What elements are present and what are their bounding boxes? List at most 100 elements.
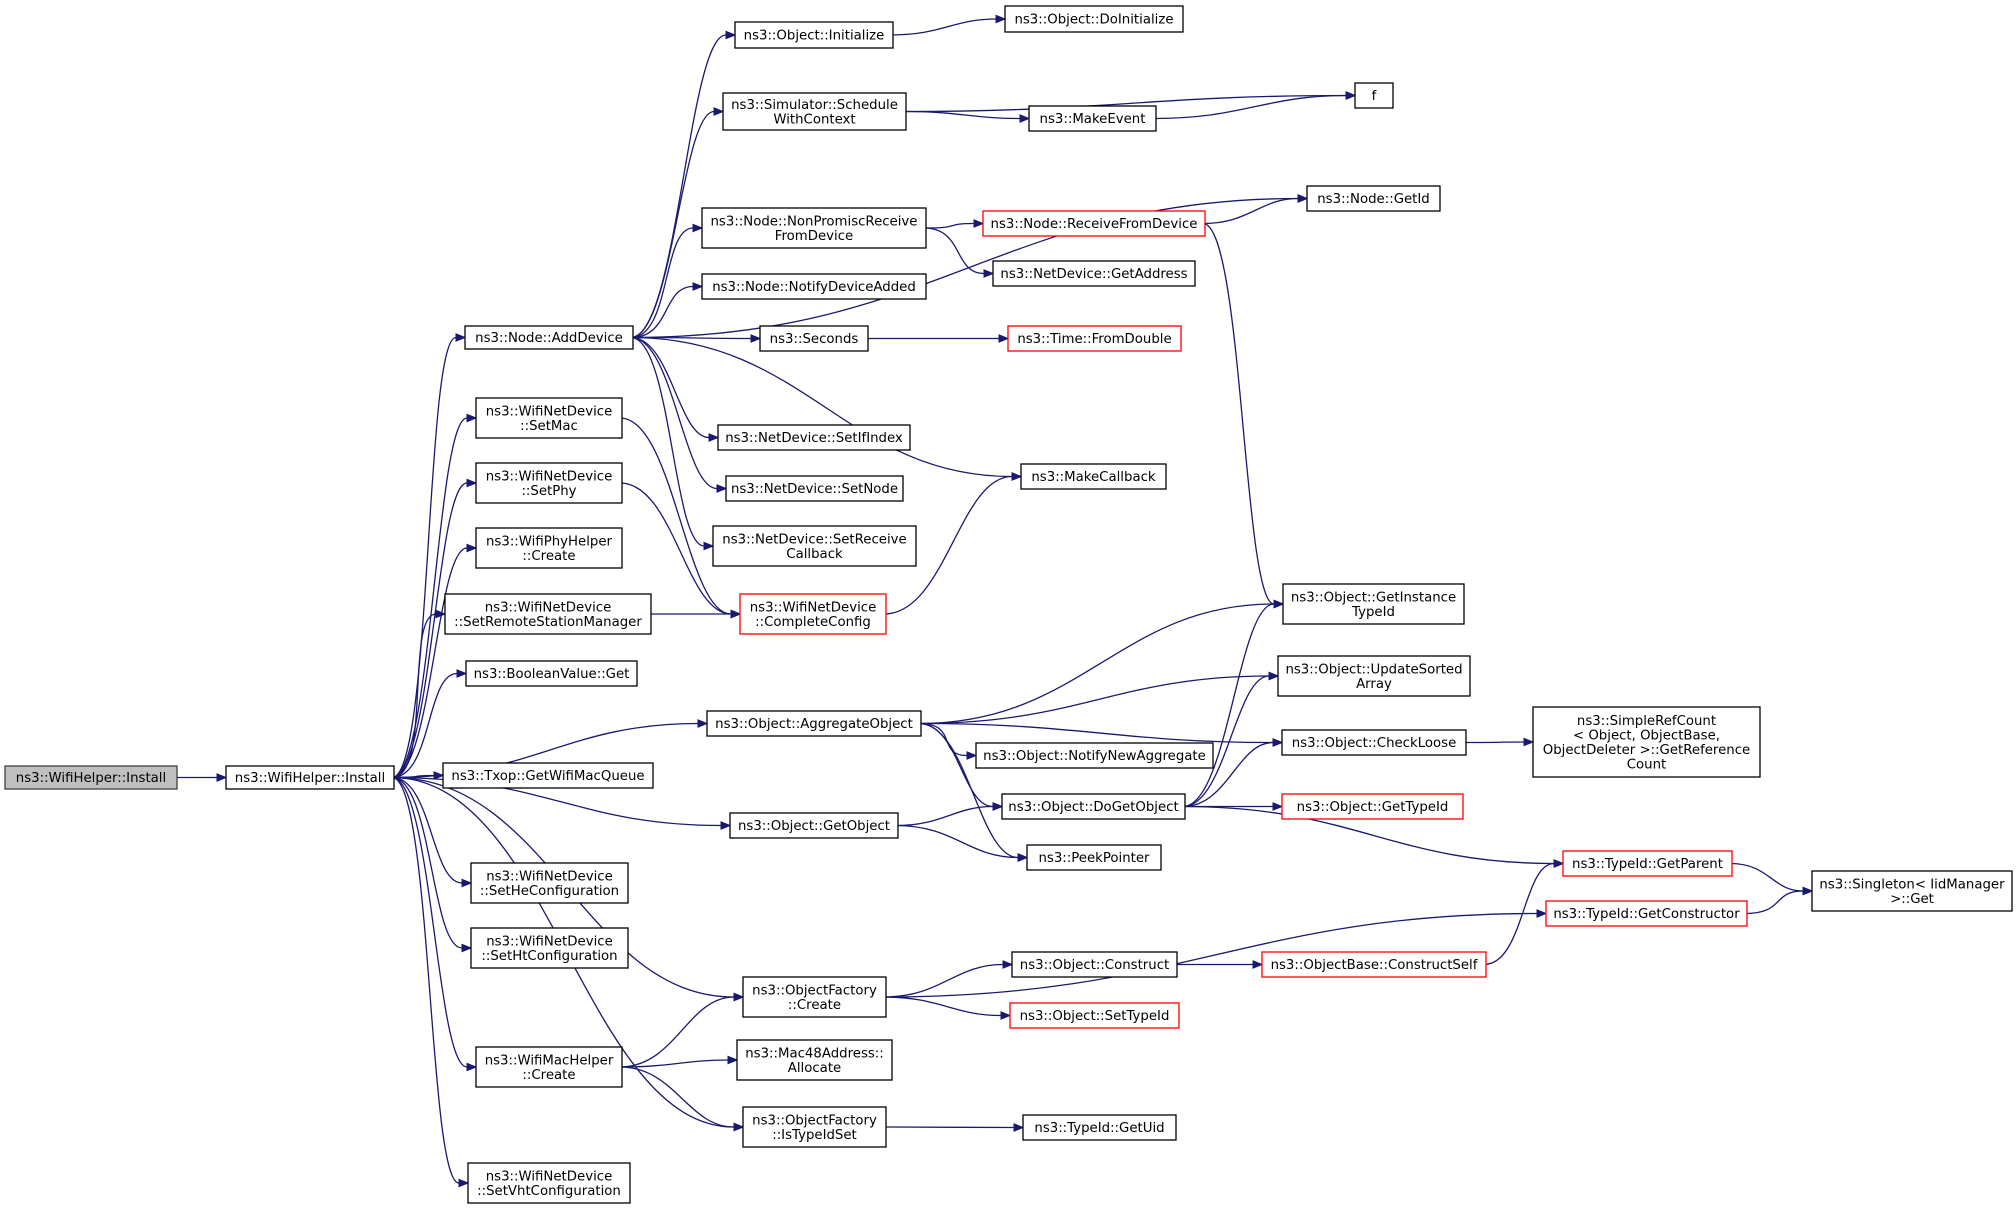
node-ns3-typeid-getuid[interactable]: ns3::TypeId::GetUid xyxy=(1022,1114,1177,1141)
node-ns3-wifinetdevice-setvhtconfiguration[interactable]: ns3::WifiNetDevice::SetVhtConfiguration xyxy=(467,1162,631,1204)
node-label: ns3::WifiNetDevice xyxy=(486,1169,613,1184)
node-ns3-node-receivefromdevice[interactable]: ns3::Node::ReceiveFromDevice xyxy=(982,210,1206,237)
arrowhead xyxy=(1345,91,1357,100)
node-label: ns3::NetDevice::SetReceive xyxy=(722,532,906,547)
edge-install-to-sethe xyxy=(391,776,463,884)
node-label: ns3::Txop::GetWifiMacQueue xyxy=(451,769,644,784)
node-ns3-netdevice-setnode[interactable]: ns3::NetDevice::SetNode xyxy=(725,475,904,502)
node-ns3-singleton-iidmanager-get[interactable]: ns3::Singleton< IidManager>::Get xyxy=(1811,870,2013,912)
node-box xyxy=(1028,105,1157,132)
node-ns3-object-checkloose[interactable]: ns3::Object::CheckLoose xyxy=(1281,729,1467,756)
node-ns3-wifinetdevice-setheconfiguration[interactable]: ns3::WifiNetDevice::SetHeConfiguration xyxy=(470,862,629,904)
node-ns3-wifimachelper-create[interactable]: ns3::WifiMacHelper::Create xyxy=(475,1046,623,1088)
node-ns3-object-settypeid[interactable]: ns3::Object::SetTypeId xyxy=(1009,1002,1180,1029)
node-ns3-netdevice-getaddress[interactable]: ns3::NetDevice::GetAddress xyxy=(992,260,1196,287)
node-ns3-wifinetdevice-setmac[interactable]: ns3::WifiNetDevice::SetMac xyxy=(475,397,623,439)
node-ns3-object-initialize[interactable]: ns3::Object::Initialize xyxy=(734,21,894,49)
node-label: ::SetVhtConfiguration xyxy=(477,1184,621,1199)
node-ns3-objectfactory-create[interactable]: ns3::ObjectFactory::Create xyxy=(742,976,887,1018)
arrowhead xyxy=(455,333,467,342)
node-f[interactable]: f xyxy=(1354,82,1394,109)
node-ns3-simplerefcount-object-objectbase-objectdeleter-getreference-count[interactable]: ns3::SimpleRefCount< Object, ObjectBase,… xyxy=(1532,706,1761,778)
node-ns3-typeid-getconstructor[interactable]: ns3::TypeId::GetConstructor xyxy=(1545,900,1748,927)
node-label: ns3::Object::DoInitialize xyxy=(1014,13,1173,28)
node-ns3-wifiphyhelper-create[interactable]: ns3::WifiPhyHelper::Create xyxy=(475,527,623,569)
edge-initialize-to-doinitialize xyxy=(890,18,997,36)
node-label: ns3::Object::UpdateSorted xyxy=(1285,662,1462,677)
arrowhead xyxy=(1523,737,1535,747)
edge-nonpromisc-to-getaddress xyxy=(923,227,985,275)
arrowhead xyxy=(992,802,1004,811)
node-ns3-makecallback[interactable]: ns3::MakeCallback xyxy=(1020,463,1167,490)
node-box xyxy=(706,710,922,737)
node-ns3-wifinetdevice-completeconfig[interactable]: ns3::WifiNetDevice::CompleteConfig xyxy=(739,593,887,635)
node-label: WithContext xyxy=(773,112,855,127)
node-box xyxy=(1004,5,1184,33)
node-label: ns3::Time::FromDouble xyxy=(1017,332,1171,347)
node-label: ns3::Node::ReceiveFromDevice xyxy=(991,217,1198,232)
node-ns3-wifinetdevice-sethtconfiguration[interactable]: ns3::WifiNetDevice::SetHtConfiguration xyxy=(470,927,629,969)
node-ns3-object-aggregateobject[interactable]: ns3::Object::AggregateObject xyxy=(706,710,922,737)
arrowhead xyxy=(466,478,478,488)
node-ns3-wifihelper-install[interactable]: ns3::WifiHelper::Install xyxy=(4,765,178,790)
node-ns3-object-doinitialize[interactable]: ns3::Object::DoInitialize xyxy=(1004,5,1184,33)
node-ns3-peekpointer[interactable]: ns3::PeekPointer xyxy=(1026,844,1162,871)
arrowhead xyxy=(713,107,725,116)
arrowhead xyxy=(973,219,985,228)
node-box xyxy=(1001,793,1186,820)
edge-adddevice-to-setnode xyxy=(630,336,718,490)
node-ns3-wifinetdevice-setremotestationmanager[interactable]: ns3::WifiNetDevice::SetRemoteStationMana… xyxy=(444,593,652,635)
edge-dogetobject-to-checkloose xyxy=(1182,741,1274,808)
node-ns3-time-fromdouble[interactable]: ns3::Time::FromDouble xyxy=(1007,325,1182,352)
arrowhead xyxy=(966,751,978,760)
node-box xyxy=(701,207,927,249)
node-label: Array xyxy=(1356,677,1392,692)
node-label: ns3::TypeId::GetConstructor xyxy=(1553,907,1740,922)
node-ns3-node-getid[interactable]: ns3::Node::GetId xyxy=(1306,185,1441,212)
node-label: ns3::Node::GetId xyxy=(1317,192,1430,207)
arrowhead xyxy=(466,413,478,423)
node-ns3-seconds[interactable]: ns3::Seconds xyxy=(759,325,869,352)
node-ns3-objectbase-constructself[interactable]: ns3::ObjectBase::ConstructSelf xyxy=(1261,951,1487,978)
arrowhead xyxy=(733,1122,745,1132)
node-ns3-typeid-getparent[interactable]: ns3::TypeId::GetParent xyxy=(1562,850,1733,877)
node-ns3-object-dogetobject[interactable]: ns3::Object::DoGetObject xyxy=(1001,793,1186,820)
node-ns3-object-notifynewaggregate[interactable]: ns3::Object::NotifyNewAggregate xyxy=(975,742,1214,769)
node-box xyxy=(442,762,654,789)
node-ns3-object-gettypeid[interactable]: ns3::Object::GetTypeId xyxy=(1281,793,1464,820)
node-ns3-txop-getwifimacqueue[interactable]: ns3::Txop::GetWifiMacQueue xyxy=(442,762,654,789)
edge-aggregate-to-peekpointer xyxy=(918,722,1019,859)
arrowhead xyxy=(1000,1011,1012,1020)
arrowhead xyxy=(716,484,728,493)
node-ns3-netdevice-setifindex[interactable]: ns3::NetDevice::SetIfIndex xyxy=(717,424,911,451)
node-box xyxy=(1281,729,1467,756)
edge-checkloose-to-simplerefcount xyxy=(1463,741,1525,744)
node-box xyxy=(225,765,395,790)
node-ns3-node-notifydeviceadded[interactable]: ns3::Node::NotifyDeviceAdded xyxy=(701,273,927,300)
node-label: ::SetMac xyxy=(520,419,578,434)
node-ns3-node-adddevice[interactable]: ns3::Node::AddDevice xyxy=(464,325,634,350)
node-label: ::CompleteConfig xyxy=(755,615,871,630)
node-ns3-object-construct[interactable]: ns3::Object::Construct xyxy=(1011,951,1178,978)
arrowhead xyxy=(983,269,995,278)
node-box xyxy=(725,475,904,502)
node-ns3-object-getobject[interactable]: ns3::Object::GetObject xyxy=(729,812,899,839)
node-label: >::Get xyxy=(1890,892,1934,907)
node-label: ns3::Seconds xyxy=(770,332,859,347)
edge-install-to-adddevice xyxy=(391,336,457,779)
node-ns3-makeevent[interactable]: ns3::MakeEvent xyxy=(1028,105,1157,132)
arrowhead xyxy=(433,771,445,780)
node-box xyxy=(1354,82,1394,109)
node-ns3-wifihelper-install[interactable]: ns3::WifiHelper::Install xyxy=(225,765,395,790)
node-box xyxy=(742,976,887,1018)
node-ns3-objectfactory-istypeidset[interactable]: ns3::ObjectFactory::IsTypeIdSet xyxy=(742,1106,887,1148)
node-ns3-mac48address-allocate[interactable]: ns3::Mac48Address::Allocate xyxy=(736,1039,893,1081)
node-ns3-wifinetdevice-setphy[interactable]: ns3::WifiNetDevice::SetPhy xyxy=(475,462,623,504)
node-ns3-booleanvalue-get[interactable]: ns3::BooleanValue::Get xyxy=(465,660,638,687)
edge-factorycreate-to-getconstructor xyxy=(883,912,1538,998)
